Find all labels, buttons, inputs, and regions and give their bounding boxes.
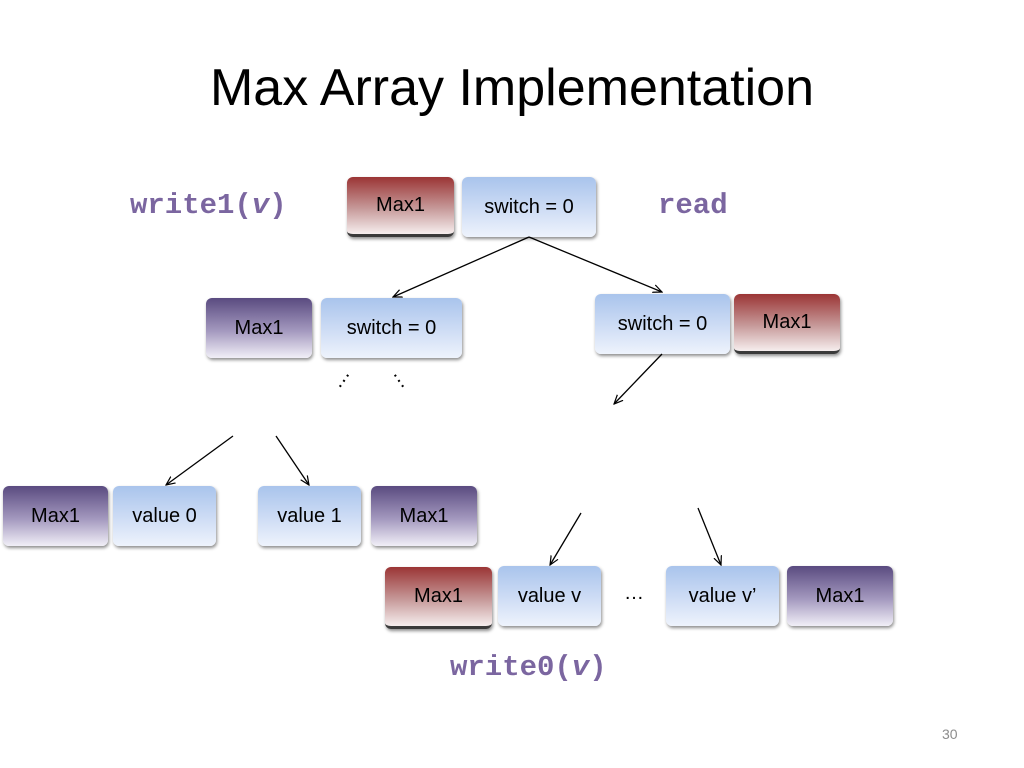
right-max-node: Max1 <box>734 294 840 354</box>
slide-title: Max Array Implementation <box>209 59 815 117</box>
arrow-to-value-v-prime <box>697 507 721 565</box>
left-leaf-value-1: value 1 <box>258 486 361 546</box>
root-switch-node: switch = 0 <box>462 177 596 237</box>
left-max-node: Max1 <box>206 298 312 358</box>
ellipsis-right: … <box>624 582 644 604</box>
left-leaf-max-b: Max1 <box>371 486 477 546</box>
right-leaf-max-a: Max1 <box>385 567 492 629</box>
read-label: read <box>658 189 728 222</box>
arrow-root-to-left <box>393 236 530 297</box>
arrow-root-to-right <box>528 236 662 292</box>
write0-prefix: write0( <box>450 651 572 684</box>
root-max-node: Max1 <box>347 177 454 237</box>
write0-suffix: ) <box>589 651 607 684</box>
left-leaf-value-0: value 0 <box>113 486 216 546</box>
write0-label: write0(v) <box>450 653 607 682</box>
write1-suffix: ) <box>269 189 287 222</box>
left-switch-node: switch = 0 <box>321 298 462 358</box>
arrow-right-down <box>614 353 663 404</box>
write1-arg: v <box>251 189 270 222</box>
right-switch-node: switch = 0 <box>595 294 730 354</box>
slide-number: 30 <box>942 726 958 742</box>
right-leaf-value-v: value v <box>498 566 601 626</box>
write1-label: write1(v) <box>130 191 287 220</box>
arrow-to-value-v <box>550 512 582 565</box>
left-leaf-max-a: Max1 <box>3 486 108 546</box>
right-leaf-max-b: Max1 <box>787 566 893 626</box>
arrow-to-value-0 <box>166 435 234 485</box>
write1-prefix: write1( <box>130 189 252 222</box>
right-leaf-value-v-prime: value v’ <box>666 566 779 626</box>
write0-arg: v <box>571 651 590 684</box>
arrow-to-value-1 <box>275 435 309 485</box>
